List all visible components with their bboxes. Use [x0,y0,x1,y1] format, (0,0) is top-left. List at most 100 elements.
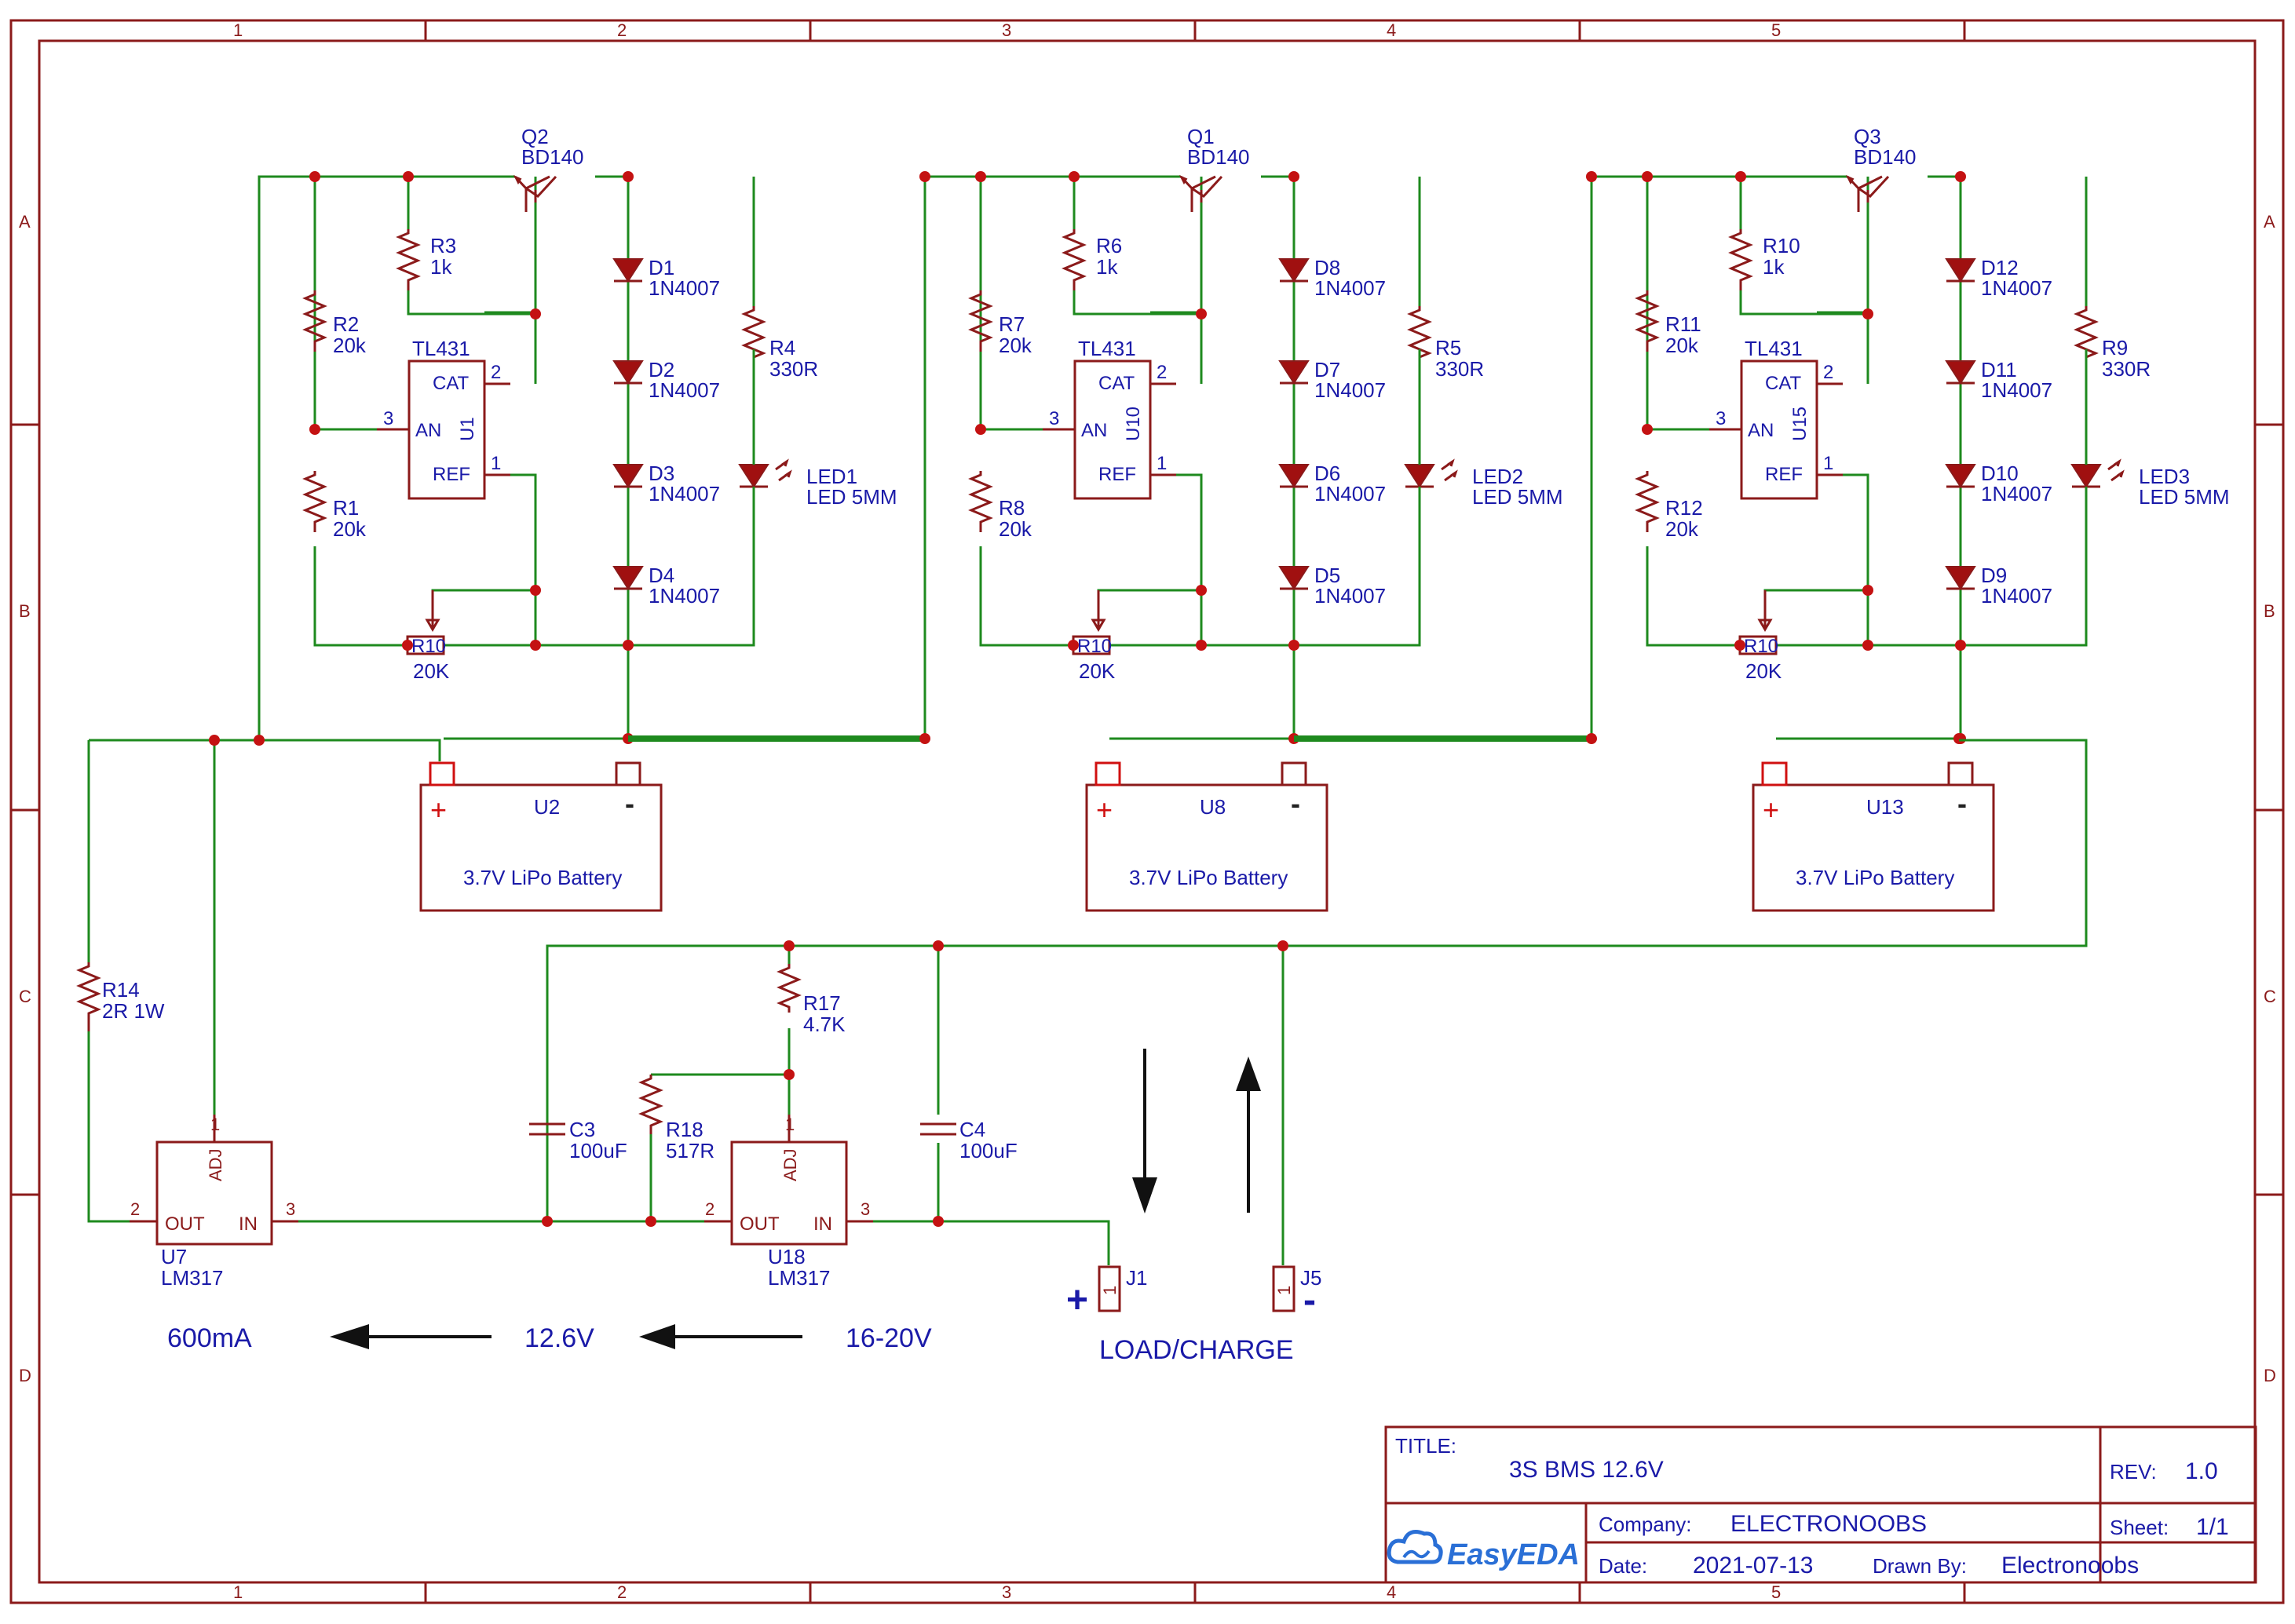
title-block: TITLE: 3S BMS 12.6V REV: 1.0 Company: EL… [1384,1425,2257,1584]
r14-value: 2R 1W [102,999,165,1023]
regulator-u7 [155,1140,273,1246]
diode-ref: D7 [1314,358,1340,381]
regulator-pin-ref: 1 [1823,453,1833,474]
c4-value: 100uF [959,1139,1018,1162]
diode-ref: D5 [1314,564,1340,587]
connector-j5 [1272,1265,1296,1312]
diode-ref: D1 [649,256,674,279]
u7-pin-out: 2 [130,1199,140,1219]
c4-ref: C4 [959,1118,985,1141]
led-value: LED 5MM [1472,485,1563,509]
battery-ref: U8 [1200,795,1226,819]
resistor-r18 [638,1075,663,1134]
r-top-value: 1k [1763,255,1785,279]
battery-ref: U2 [534,795,560,819]
j1-pin: 1 [1100,1286,1120,1295]
frame-col-bottom: 2 [617,1582,627,1602]
frame-col-top: 5 [1771,20,1781,40]
diode-value: 1N4007 [1981,378,2052,402]
connector-label: LOAD/CHARGE [1099,1335,1294,1365]
diode-ref: D6 [1314,462,1340,485]
r-div-top-value: 20k [1665,334,1699,357]
u7-pin-adj: 1 [210,1115,220,1134]
transistor-ref: Q1 [1187,125,1215,148]
r-led-value: 330R [1435,357,1484,381]
c3-value: 100uF [569,1139,627,1162]
transistor-value: BD140 [1854,145,1917,169]
frame-col-top: 2 [617,20,627,40]
regulator-ref: U15 [1789,407,1811,441]
c3-ref: C3 [569,1118,595,1141]
pot-ref: R10 [1744,636,1778,657]
company-value: ELECTRONOOBS [1730,1511,1927,1537]
battery-label: 3.7V LiPo Battery [1796,866,1954,889]
r-top-ref: R10 [1763,234,1800,257]
led-ref: LED3 [2139,465,2190,488]
diode-ref: D4 [649,564,674,587]
easyeda-logo: EasyEDA [1387,1530,1580,1571]
battery-minus: - [625,787,634,819]
r-top-ref: R3 [430,234,456,257]
frame-row-right: B [2264,601,2275,621]
voltage-in-label: 16-20V [846,1323,932,1353]
led-value: LED 5MM [2139,485,2230,509]
r-led-value: 330R [769,357,818,381]
led-ref: LED1 [806,465,857,488]
r-div-top-ref: R7 [999,312,1025,336]
logo-text: EasyEDA [1447,1538,1580,1571]
frame-col-top: 1 [233,20,243,40]
frame-row-right: C [2264,987,2276,1006]
arrow-down-head [1132,1177,1157,1213]
company-label: Company: [1599,1513,1692,1536]
regulator-pin-cat: 2 [491,362,501,383]
r-top-ref: R6 [1096,234,1122,257]
u18-ref: U18 [768,1245,806,1268]
diode-value: 1N4007 [649,482,720,505]
lower-junctions [209,735,1288,1227]
regulator-pin-cat: 2 [1823,362,1833,383]
frame-row-left: C [19,987,31,1006]
regulator-cat: CAT [433,373,470,394]
resistor-r17 [777,964,802,1013]
capacitor-c4 [920,1122,956,1136]
frame-col-bottom: 3 [1002,1582,1011,1602]
date-value: 2021-07-13 [1693,1553,1813,1578]
regulator-an: AN [1081,420,1107,441]
frame-row-left: B [19,601,31,621]
regulator-cat: CAT [1765,373,1802,394]
regulator-ref-pin: REF [1098,464,1136,485]
u7-in: IN [239,1213,258,1235]
frame-col-top: 3 [1002,20,1011,40]
j5-polarity: - [1303,1279,1316,1321]
r17-ref: R17 [803,991,841,1015]
r-div-top-value: 20k [333,334,367,357]
battery-plus: + [430,794,447,826]
capacitor-c3 [529,1122,565,1136]
wire-r18 [649,1073,789,1221]
arrow-left-2-head [330,1324,369,1349]
r-top-value: 1k [1096,255,1118,279]
r17-value: 4.7K [803,1013,846,1036]
regulator-cat: CAT [1098,373,1135,394]
sheet-value: 1/1 [2196,1514,2229,1540]
pot-value: 20K [1745,659,1782,683]
drawn-value: Electronoobs [2001,1553,2139,1578]
r-led-value: 330R [2102,357,2151,381]
j1-polarity: + [1066,1279,1088,1321]
diode-value: 1N4007 [649,276,720,300]
diode-value: 1N4007 [1314,584,1386,608]
diode-value: 1N4007 [649,378,720,402]
frame-row-right: A [2264,212,2275,232]
regulator-pin-an: 3 [1716,408,1726,429]
regulator-pin-cat: 2 [1157,362,1167,383]
battery-label: 3.7V LiPo Battery [1129,866,1288,889]
r-div-top-value: 20k [999,334,1032,357]
regulator-ref-pin: REF [433,464,470,485]
diode-value: 1N4007 [1981,482,2052,505]
j5-pin: 1 [1274,1286,1294,1295]
regulator-section: ADJ OUT IN 1 2 3 U7 LM317 ADJ OUT IN 1 2… [76,735,2088,1365]
r-div-bot-value: 20k [999,517,1032,541]
diode-value: 1N4007 [1314,276,1386,300]
